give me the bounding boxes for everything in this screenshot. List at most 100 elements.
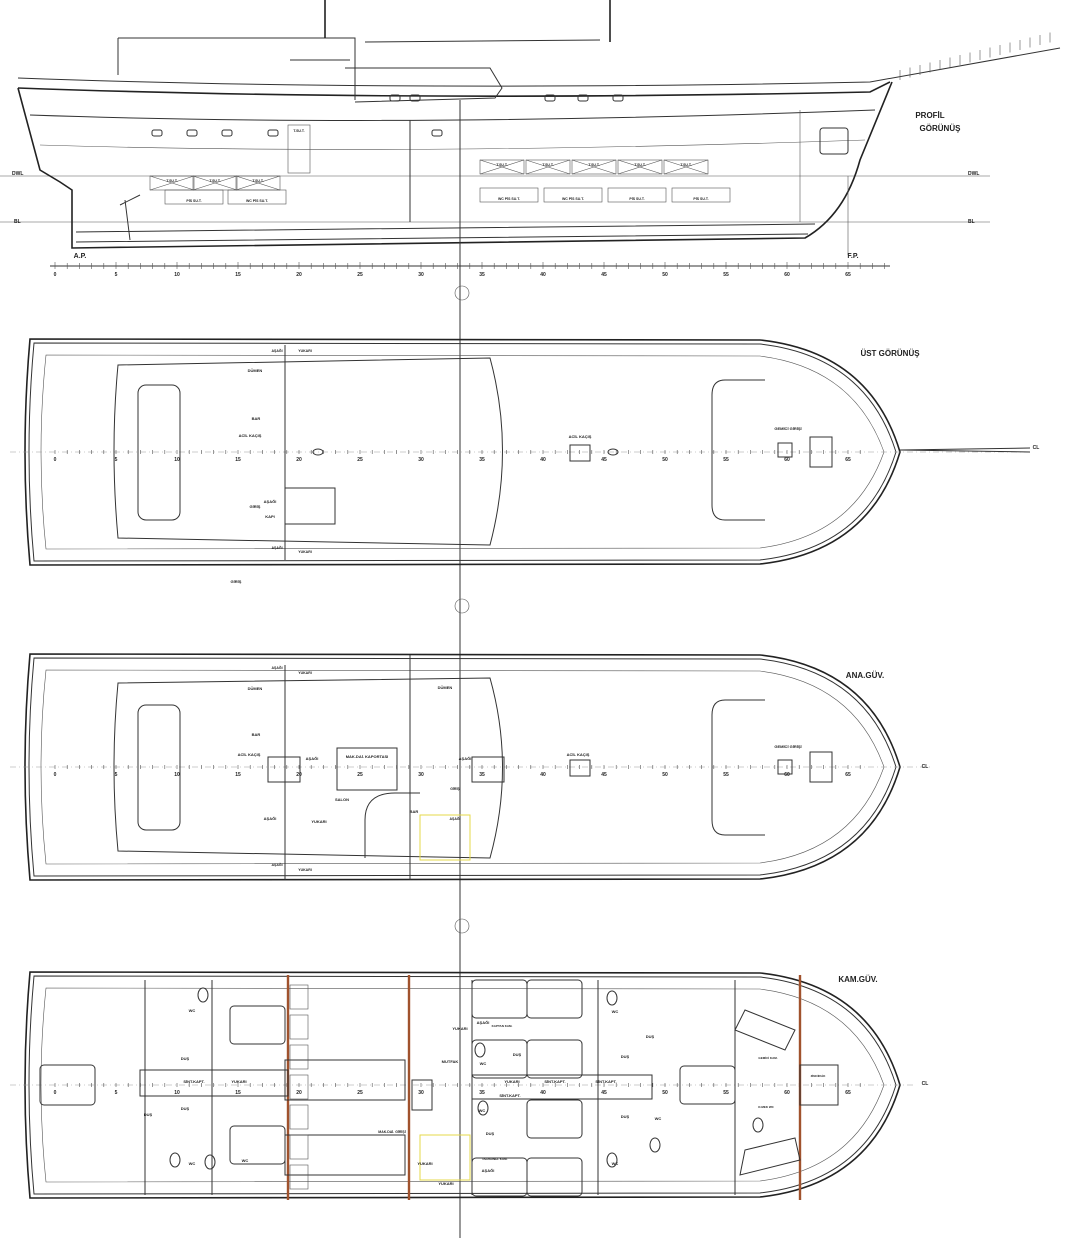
label: WC (655, 1116, 662, 1121)
section-symbol (454, 918, 470, 934)
drawing-labels: T.SU.T.T.SU.T.T.SU.T.T.SU.T.T.SU.T.T.SU.… (12, 111, 1039, 1186)
escape-hatch (569, 444, 591, 462)
toilet (606, 1152, 618, 1168)
chain-locker (799, 1064, 839, 1106)
label: DUŞ (181, 1056, 190, 1061)
label: WC (242, 1158, 249, 1163)
main-deck-plan (10, 653, 930, 881)
cl-label: CL (922, 764, 929, 770)
corridor (471, 1074, 653, 1100)
hull-outline (17, 81, 893, 249)
frame-number: 25 (357, 457, 363, 463)
windlass (809, 436, 833, 468)
frame-number: 45 (601, 272, 607, 278)
label: ACİL KAÇIŞ (569, 434, 592, 439)
label: AŞAĞI (449, 816, 460, 821)
porthole (151, 129, 163, 137)
bow-seat (711, 379, 765, 521)
sheer-line (17, 81, 891, 97)
tank-label: T.SU.T. (634, 163, 646, 167)
berth (526, 1039, 583, 1079)
label: WC (479, 1108, 486, 1113)
label: YUKARI (417, 1161, 432, 1166)
corridor (139, 1069, 289, 1097)
sunshade (364, 39, 601, 43)
masts (324, 0, 611, 42)
label: ACİL KAÇIŞ (567, 752, 590, 757)
view-title: ANA.GÜV. (846, 671, 884, 680)
bl-label: BL (14, 219, 21, 225)
spiral-stairs (419, 1134, 471, 1181)
fresh-water-tank (479, 159, 525, 175)
label: ACİL KAÇIŞ (238, 752, 261, 757)
label: AŞAĞI (306, 756, 319, 761)
frame-number: 40 (540, 457, 546, 463)
berth (526, 1157, 583, 1197)
label: DÜMEN (248, 368, 263, 373)
cl-label: CL (1033, 445, 1040, 451)
berth (471, 1157, 528, 1197)
toilet (606, 990, 618, 1006)
tank-label: WC PİS SU.T. (562, 197, 584, 201)
toilet (474, 1042, 486, 1058)
frame-number: 50 (662, 457, 668, 463)
view-title: ÜST GÖRÜNÜŞ (860, 349, 920, 358)
galley-sink (411, 1079, 433, 1111)
label: GİRİŞ (450, 787, 460, 791)
label: AŞAĞI (271, 665, 282, 670)
label: WC (189, 1161, 196, 1166)
label: KAPI (265, 514, 275, 519)
cl-label: CL (922, 1081, 929, 1087)
aft-seat (137, 384, 181, 521)
label: SİNT.KAPT. (499, 1093, 520, 1098)
tank-label: PİS SU.T. (693, 197, 708, 201)
escape-hatch (569, 759, 591, 777)
mast-step (607, 448, 619, 456)
frame-number: 5 (115, 272, 118, 278)
label: SALON (335, 797, 349, 802)
hatch (284, 487, 336, 525)
crew-hatch (777, 442, 793, 458)
deckhouse-outline (113, 677, 503, 859)
label: DUŞ (621, 1054, 630, 1059)
cabin-deck-plan (10, 971, 915, 1200)
waste-tank (479, 187, 539, 203)
ap-label: A.P. (74, 253, 87, 260)
tank-label: T.SU.T. (252, 179, 264, 183)
frame-number: 30 (418, 272, 424, 278)
tank (289, 1074, 309, 1100)
label: YUKARI (452, 1026, 467, 1031)
wheelhouse-bimini (117, 37, 356, 100)
toilet (169, 1152, 181, 1168)
frame-number: 65 (845, 772, 851, 778)
frame-number: 5 (115, 1090, 118, 1096)
label: AŞAĞI (477, 1020, 490, 1025)
label: MAK.DAİ. GİRİŞİ (378, 1130, 405, 1134)
fresh-water-tank (663, 159, 709, 175)
tank-label: T.SU.T. (496, 163, 508, 167)
frame-number: 30 (418, 772, 424, 778)
label: MUTFAK (442, 1059, 459, 1064)
windlass (809, 751, 833, 783)
engine-room-equipment (284, 1134, 406, 1176)
label: PERSONEL KAM. (483, 1157, 508, 1161)
waste-tank (164, 189, 224, 205)
frame-number: 15 (235, 1090, 241, 1096)
tank-cross (235, 175, 281, 191)
frame-number: 45 (601, 772, 607, 778)
engine-room-equipment (284, 1059, 406, 1101)
frame-number: 0 (54, 457, 57, 463)
stairs (267, 756, 301, 783)
label: DUŞ (621, 1114, 630, 1119)
label: YUKARI (231, 1079, 246, 1084)
frame-number: 30 (418, 457, 424, 463)
tank (289, 1104, 309, 1130)
window (409, 94, 421, 102)
berth (471, 979, 528, 1019)
tank-label: WC PİS SU.T. (246, 199, 268, 203)
label: KAPTAN KAM. (492, 1024, 513, 1028)
frame-number: 0 (54, 1090, 57, 1096)
section-symbol (454, 598, 470, 614)
frame-number: 40 (540, 272, 546, 278)
label: O.MEK WC (758, 1105, 774, 1109)
